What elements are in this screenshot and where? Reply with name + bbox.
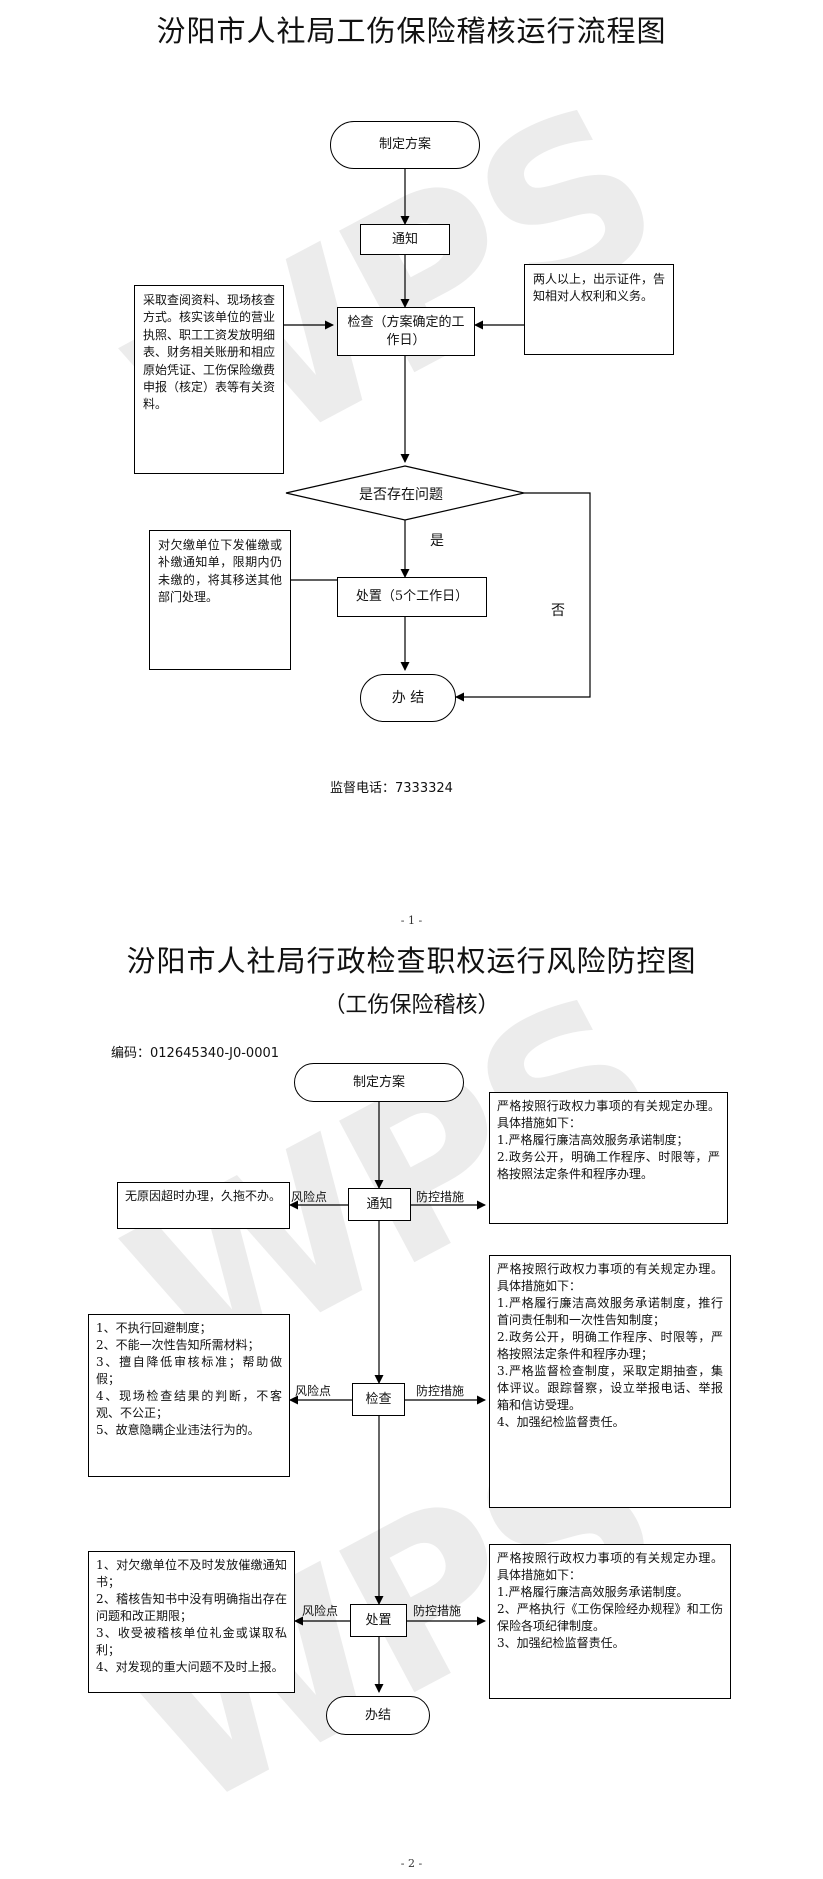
control-handle-box: 严格按照行政权力事项的有关规定办理。具体措施如下： 1.严格履行廉洁高效服务承诺…	[489, 1544, 731, 1699]
flow-inspect: 检查（方案确定的工作日）	[337, 307, 475, 356]
label-control-inspect: 防控措施	[416, 1384, 465, 1398]
page1-title: 汾阳市人社局工伤保险稽核运行流程图	[156, 14, 667, 48]
page-2: WPS WPS 汾阳市人社局行政检查职权运行风险防控图 （工伤保险稽核） 编码：…	[0, 930, 823, 1879]
risk-notify-box: 无原因超时办理，久拖不办。	[117, 1182, 290, 1229]
control-inspect-box: 严格按照行政权力事项的有关规定办理。具体措施如下： 1.严格履行廉洁高效服务承诺…	[489, 1255, 731, 1508]
risk-inspect-box: 1、不执行回避制度； 2、不能一次性告知所需材料； 3、擅自降低审核标准；帮助做…	[88, 1314, 290, 1477]
page1-number: - 1 -	[400, 914, 423, 927]
page2-title: 汾阳市人社局行政检查职权运行风险防控图	[126, 944, 697, 978]
label-yes: 是	[430, 533, 444, 549]
label-control-notify: 防控措施	[416, 1190, 465, 1204]
risk-flow-plan: 制定方案	[294, 1063, 464, 1102]
risk-handle-box: 1、对欠缴单位不及时发放催缴通知书； 2、稽核告知书中没有明确指出存在问题和改正…	[88, 1551, 295, 1693]
note-inspect-rights: 两人以上，出示证件，告知相对人权利和义务。	[524, 264, 674, 355]
label-control-handle: 防控措施	[413, 1604, 462, 1618]
supervision-phone: 监督电话：7333324	[330, 781, 453, 796]
page2-number: - 2 -	[400, 1857, 423, 1870]
label-no: 否	[551, 603, 565, 619]
label-risk-inspect: 风险点	[295, 1384, 332, 1398]
risk-flow-finish: 办结	[326, 1696, 430, 1735]
label-risk-handle: 风险点	[302, 1604, 339, 1618]
page-1: WPS 汾阳市人社局工伤保险稽核运行流程图 制定方案 通知 检查（方案确定的工作…	[0, 0, 823, 930]
risk-flow-handle: 处置	[350, 1604, 407, 1637]
flow-finish: 办 结	[360, 674, 456, 722]
flow-notify: 通知	[360, 224, 450, 255]
flow-decision-label: 是否存在问题	[359, 487, 443, 503]
note-handle-method: 对欠缴单位下发催缴或补缴通知单，限期内仍未缴的，将其移送其他部门处理。	[149, 530, 291, 670]
note-inspect-method: 采取查阅资料、现场核查方式。核实该单位的营业执照、职工工资发放明细表、财务相关账…	[134, 285, 284, 474]
risk-flow-inspect: 检查	[352, 1383, 405, 1416]
page2-subtitle: （工伤保险稽核）	[323, 993, 500, 1018]
flow-handle: 处置（5个工作日）	[337, 577, 487, 617]
control-notify-box: 严格按照行政权力事项的有关规定办理。具体措施如下： 1.严格履行廉洁高效服务承诺…	[489, 1092, 728, 1224]
flow-plan: 制定方案	[330, 121, 480, 169]
risk-flow-notify: 通知	[348, 1188, 411, 1221]
label-risk-notify: 风险点	[291, 1190, 328, 1204]
document-code: 编码：012645340-J0-0001	[111, 1046, 280, 1061]
